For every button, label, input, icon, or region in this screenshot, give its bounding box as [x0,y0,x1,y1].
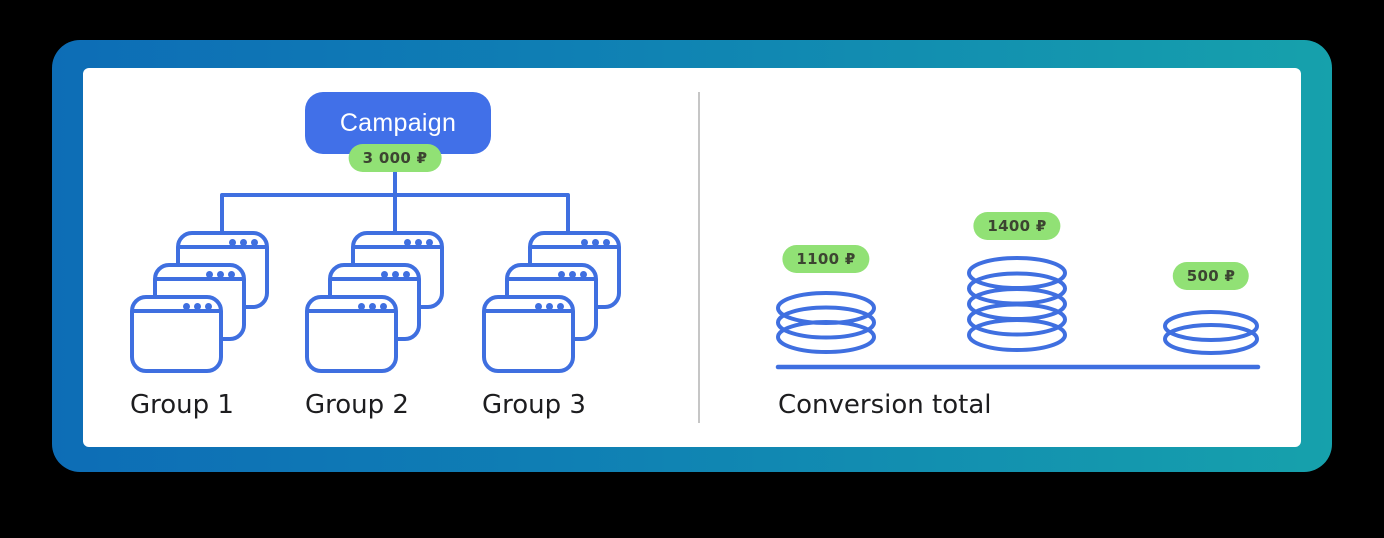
window-header [532,235,617,249]
conversion-badge-1: 1100 ₽ [782,245,870,273]
window-dots-icon [183,303,212,310]
panel-divider [698,92,700,423]
diagram-canvas: Campaign 3 000 ₽ Group 1 Group 2 Group 3… [83,68,1301,447]
coin-ellipse [967,256,1067,290]
coin-ellipse [776,305,876,340]
window-header [509,267,594,281]
window-header [134,299,219,313]
campaign-label: Campaign [339,108,457,137]
coin-ellipse [1163,310,1259,342]
coin-ellipse [967,302,1067,337]
window-header [332,267,417,281]
window-header [157,267,242,281]
campaign-budget-badge: 3 000 ₽ [348,144,442,172]
gradient-frame: Campaign 3 000 ₽ Group 1 Group 2 Group 3… [52,40,1332,472]
group-1-label: Group 1 [130,390,234,420]
window-dots-icon [381,271,410,278]
group-2-cluster [305,231,444,373]
campaign-node: Campaign [305,92,491,154]
window-header [309,299,394,313]
window-header [486,299,571,313]
window-dots-icon [558,271,587,278]
coin-ellipse [1163,323,1259,355]
window-dots-icon [535,303,564,310]
coin-ellipse [776,291,876,325]
browser-window-icon [482,295,575,373]
connector-branch-path [220,193,570,236]
browser-window-icon [130,295,223,373]
window-dots-icon [404,239,433,246]
coin-ellipse [967,287,1067,321]
window-dots-icon [358,303,387,310]
conversion-badge-3: 500 ₽ [1172,262,1250,290]
group-1-cluster [130,231,269,373]
window-dots-icon [229,239,258,246]
group-3-label: Group 3 [482,390,586,420]
coin-ellipse [967,271,1067,306]
coin-ellipse [967,318,1067,352]
conversion-badge-2: 1400 ₽ [973,212,1061,240]
browser-window-icon [305,295,398,373]
window-header [180,235,265,249]
conversion-total-caption: Conversion total [778,390,992,420]
group-2-label: Group 2 [305,390,409,420]
window-dots-icon [581,239,610,246]
window-dots-icon [206,271,235,278]
coin-ellipse [776,320,876,354]
group-3-cluster [482,231,621,373]
window-header [355,235,440,249]
